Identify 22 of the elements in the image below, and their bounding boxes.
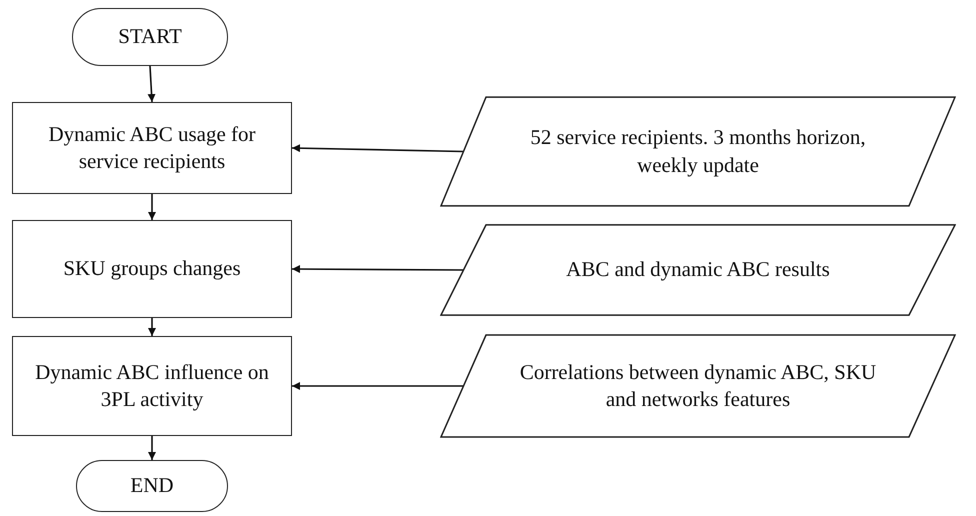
arrow — [148, 436, 156, 460]
node-text: Dynamic ABC influence on 3PL activity — [34, 358, 270, 413]
node-text: END — [130, 472, 174, 500]
arrow — [148, 194, 156, 220]
arrow — [292, 382, 463, 390]
data-parallelogram — [440, 334, 956, 438]
node-text: ABC and dynamic ABC results — [566, 256, 830, 284]
node-text: SKU groups changes — [63, 255, 241, 282]
node-text: START — [118, 23, 182, 50]
process-box — [12, 102, 292, 194]
arrow — [148, 66, 156, 102]
node-text: 52 service recipients. 3 months horizon, weekly update — [529, 124, 867, 178]
arrow — [292, 265, 463, 274]
process-box — [12, 220, 292, 318]
data-parallelogram — [440, 96, 956, 207]
terminal-pill — [76, 460, 228, 512]
arrow — [292, 144, 464, 152]
node-text: Dynamic ABC usage for service recipients — [47, 120, 257, 175]
data-parallelogram — [440, 224, 956, 316]
process-box — [12, 336, 292, 436]
arrow — [148, 318, 156, 336]
node-text: Correlations between dynamic ABC, SKU and networks features — [518, 358, 878, 413]
